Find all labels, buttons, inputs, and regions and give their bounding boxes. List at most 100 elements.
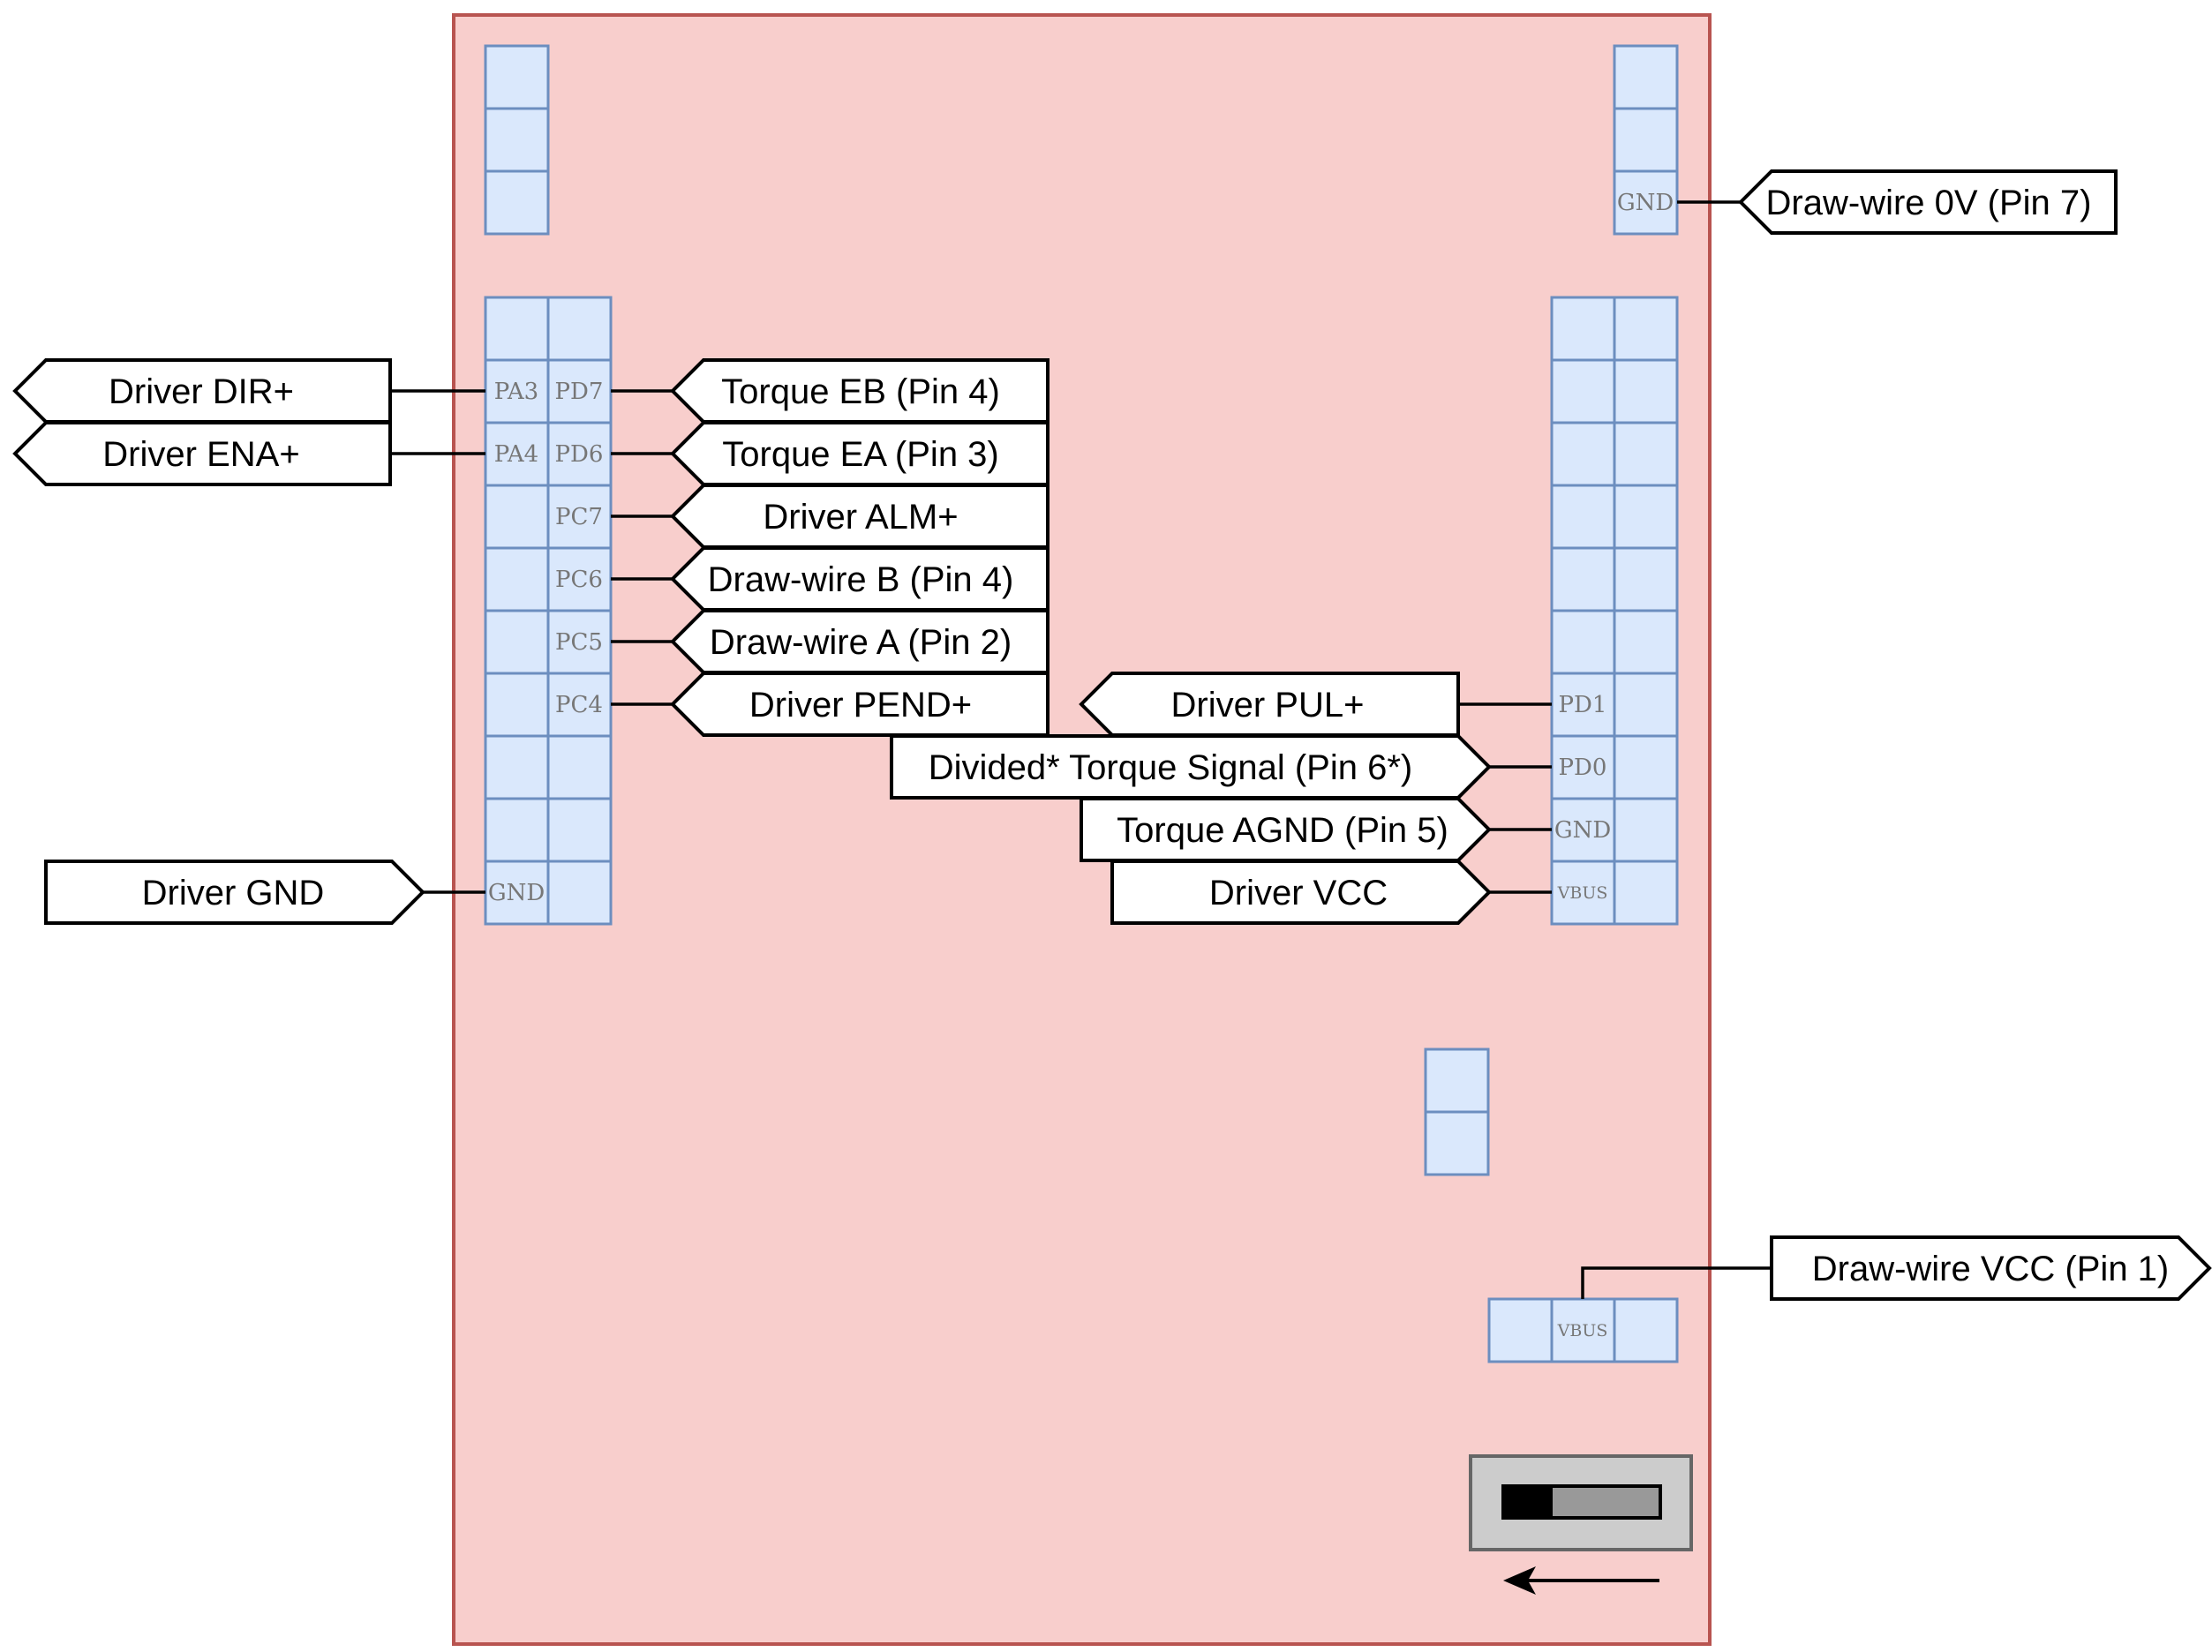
pin-label-pa4: PA4: [494, 441, 538, 468]
pin-label-gnd-top: GND: [1617, 190, 1674, 216]
pin-cell: [546, 797, 613, 863]
pin-cell: [1550, 797, 1616, 863]
pin-cell: [1613, 484, 1679, 550]
signal-drawwire-vcc: Draw-wire VCC (Pin 1): [1770, 1235, 2212, 1301]
signal-torque-agnd: Torque AGND (Pin 5): [1080, 797, 1492, 862]
pin-cell: [1424, 1048, 1490, 1114]
signal-driver-vcc-shape: [1110, 860, 1492, 925]
header-top-right: GND: [1613, 44, 1679, 236]
signal-driver-pul-label: Driver PUL+: [1171, 686, 1365, 725]
pin-cell: [1613, 609, 1679, 675]
signal-drawwire-a-shape: [670, 609, 1050, 674]
signal-torque-ea-shape: [670, 421, 1050, 486]
header-bottom: VBUS: [1487, 1297, 1679, 1363]
signal-torque-ea: Torque EA (Pin 3): [670, 421, 1050, 486]
signal-drawwire-0v: Draw-wire 0V (Pin 7): [1738, 169, 2118, 235]
pin-label-gnd-left: GND: [488, 880, 545, 906]
pin-cell: [1550, 484, 1616, 550]
pin-cell: [1613, 1297, 1679, 1363]
signal-driver-alm: Driver ALM+: [670, 484, 1050, 549]
signal-driver-pend-shape: [670, 672, 1050, 737]
signal-drawwire-b-label: Draw-wire B (Pin 4): [708, 560, 1014, 599]
wires: [390, 200, 1772, 1299]
signal-driver-alm-label: Driver ALM+: [763, 498, 958, 537]
pin-cell: [546, 546, 613, 612]
signal-torque-ea-label: Torque EA (Pin 3): [722, 435, 999, 474]
pin-cell: [1613, 358, 1679, 424]
pin-cell: [484, 296, 550, 362]
pin-label-pd0: PD0: [1559, 755, 1607, 781]
header-small: [1424, 1048, 1490, 1176]
signal-torque-eb-label: Torque EB (Pin 4): [721, 372, 1000, 411]
signal-drawwire-a-label: Draw-wire A (Pin 2): [710, 623, 1012, 662]
signal-torque-eb-shape: [670, 358, 1050, 424]
pin-cell: [484, 672, 550, 738]
pin-label-pd6: PD6: [555, 441, 604, 468]
pin-cell: [1424, 1110, 1490, 1176]
signal-divided-torque-shape: [890, 734, 1492, 800]
pin-cell: [1550, 609, 1616, 675]
pin-label-pd7: PD7: [555, 379, 604, 405]
signal-drawwire-a: Draw-wire A (Pin 2): [670, 609, 1050, 674]
header-right: PD1 PD0 GND VBUS: [1550, 296, 1679, 926]
pin-label-pc6: PC6: [555, 567, 603, 593]
pin-cell: [546, 860, 613, 926]
pin-cell: [1487, 1297, 1554, 1363]
pin-cell: [546, 672, 613, 738]
signal-driver-alm-shape: [670, 484, 1050, 549]
signal-divided-torque-label: Divided* Torque Signal (Pin 6*): [929, 748, 1412, 787]
pin-cell: [1613, 169, 1679, 236]
pin-cell: [1613, 734, 1679, 800]
signal-driver-gnd-shape: [44, 860, 425, 925]
pin-label-pd1: PD1: [1559, 692, 1607, 718]
signal-torque-agnd-label: Torque AGND (Pin 5): [1117, 811, 1448, 850]
signal-driver-gnd-label: Driver GND: [142, 874, 325, 912]
signal-driver-pend: Driver PEND+: [670, 672, 1050, 737]
pin-cell: [1613, 860, 1679, 926]
pin-cell: [1613, 421, 1679, 487]
signal-driver-ena-shape: [12, 421, 392, 486]
pin-cell: [1550, 672, 1616, 738]
pin-cell: [1613, 296, 1679, 362]
signal-driver-gnd: Driver GND: [44, 860, 425, 925]
pin-cell: [1550, 296, 1616, 362]
signal-driver-vcc-label: Driver VCC: [1209, 874, 1388, 912]
signal-drawwire-b-shape: [670, 546, 1050, 612]
signal-driver-pul-shape: [1079, 672, 1460, 737]
pin-cell: [546, 421, 613, 487]
signal-drawwire-b: Draw-wire B (Pin 4): [670, 546, 1050, 612]
signal-drawwire-vcc-shape: [1770, 1235, 2212, 1301]
pin-cell: [1613, 44, 1679, 110]
signal-driver-dir-label: Driver DIR+: [109, 372, 294, 411]
signal-driver-pul: Driver PUL+: [1079, 672, 1460, 737]
pin-cell: [546, 296, 613, 362]
pin-cell: [484, 484, 550, 550]
signal-driver-ena: Driver ENA+: [12, 421, 392, 486]
pin-cell: [1550, 421, 1616, 487]
pin-label-pa3: PA3: [494, 379, 538, 405]
pin-cell: [484, 546, 550, 612]
pin-cell: [484, 609, 550, 675]
signal-driver-pend-label: Driver PEND+: [749, 686, 972, 725]
signal-driver-ena-label: Driver ENA+: [102, 435, 299, 474]
pin-cell: [1613, 546, 1679, 612]
slide-switch-icon: [1469, 1454, 1693, 1551]
pin-label-vbus-bottom: VBUS: [1557, 1321, 1608, 1340]
pin-cell: [484, 797, 550, 863]
signal-driver-dir: Driver DIR+: [12, 358, 392, 424]
pin-cell: [1613, 672, 1679, 738]
signal-drawwire-vcc-label: Draw-wire VCC (Pin 1): [1812, 1250, 2170, 1288]
pin-cell: [1550, 358, 1616, 424]
pin-cell: [484, 734, 550, 800]
signal-divided-torque: Divided* Torque Signal (Pin 6*): [890, 734, 1492, 800]
signal-torque-agnd-shape: [1080, 797, 1492, 862]
arrow-left-icon: [1503, 1566, 1659, 1595]
pin-cell: [546, 734, 613, 800]
pin-label-pc7: PC7: [555, 504, 603, 530]
pin-label-gnd-right: GND: [1554, 817, 1611, 844]
signal-driver-vcc: Driver VCC: [1110, 860, 1492, 925]
pin-cell: [1550, 546, 1616, 612]
header-left: PA3 PA4 GND PD7 PD6 PC7 PC6 PC5 PC4: [484, 296, 613, 926]
pin-label-pc5: PC5: [555, 629, 603, 656]
